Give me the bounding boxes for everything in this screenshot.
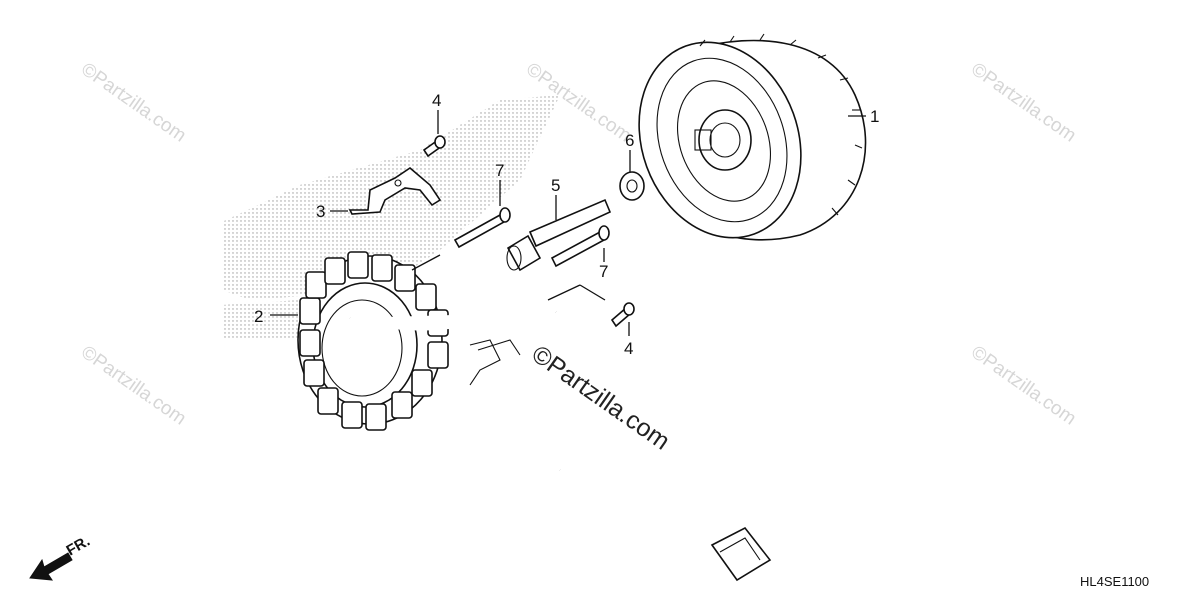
- front-direction-indicator: FR.: [29, 533, 93, 581]
- harness-connector: [710, 526, 772, 582]
- wire-bracket: [348, 166, 442, 215]
- watermark-top-left: ©Partzilla.com: [77, 59, 190, 147]
- callout-7-lower: 7: [599, 262, 608, 281]
- engine-case-shading: [222, 95, 560, 340]
- callout-5: 5: [551, 176, 560, 195]
- washer: [619, 171, 645, 201]
- small-bolt-upper: [422, 135, 446, 158]
- small-bolt-lower: [610, 302, 635, 328]
- callout-1: 1: [870, 107, 879, 126]
- stator: [297, 251, 449, 431]
- callout-7-upper: 7: [495, 161, 504, 180]
- long-bolt-upper: [453, 207, 511, 249]
- callout-4-lower: 4: [624, 339, 633, 358]
- watermark-bottom-left: ©Partzilla.com: [77, 342, 190, 430]
- watermark-center: ©Partzilla.com: [527, 340, 675, 456]
- wire-harness: [349, 301, 737, 579]
- flange-bolt: [506, 198, 612, 272]
- watermark-top-right: ©Partzilla.com: [967, 59, 1080, 147]
- callout-6: 6: [625, 131, 634, 150]
- leader-lines: [270, 110, 866, 336]
- callout-2: 2: [254, 307, 263, 326]
- diagram-code: HL4SE1100: [1080, 574, 1149, 589]
- front-arrow-icon: [29, 552, 73, 581]
- watermark-bottom-right: ©Partzilla.com: [967, 342, 1080, 430]
- callouts: 1 2 3 4 4 5 6 7 7: [254, 91, 879, 358]
- callout-3: 3: [316, 202, 325, 221]
- callout-4-upper: 4: [432, 91, 441, 110]
- flywheel-rotor: [638, 33, 867, 241]
- long-bolt-lower: [550, 225, 610, 268]
